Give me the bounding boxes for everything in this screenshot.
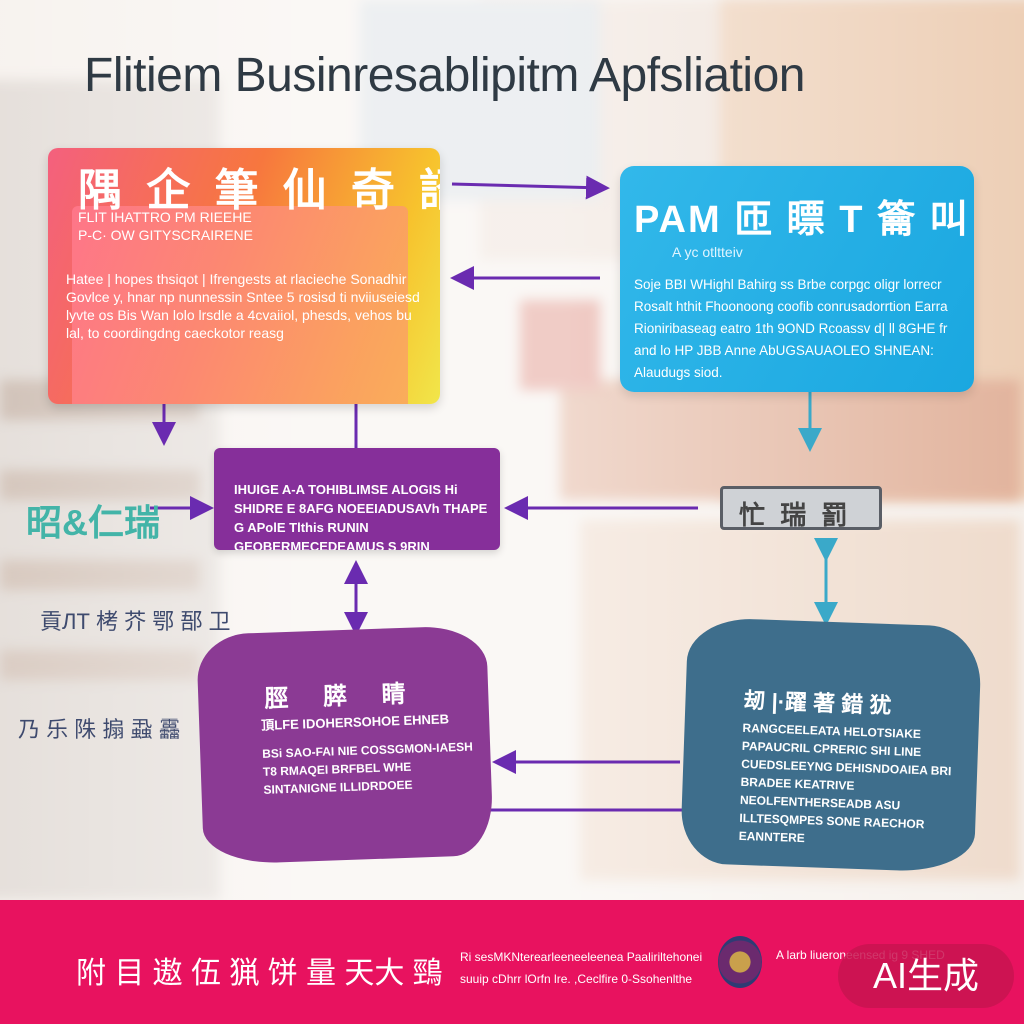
blob-bottom-left: 脛 膵 睛 頂LFE IDOHERSOHOE EHNEB BSi SAO-FAI… bbox=[196, 625, 494, 865]
blob-bottom-right: 刼 |·躍 著 錯 犹 RANGCEELEATA HELOTSIAKE PAPA… bbox=[680, 617, 982, 873]
blob-left-heading: 脛 膵 睛 bbox=[264, 673, 420, 713]
side-label-a: 貢ЛТ 栲 芥 鄂 郚 卫 bbox=[40, 604, 230, 636]
seal-icon bbox=[718, 936, 762, 988]
card-top-left-body: Hatee | hopes thsiqot | Ifrengests at rl… bbox=[66, 270, 428, 342]
card-top-right-heading: PAM 匝 瞟 T 籥 叫 bbox=[634, 188, 970, 243]
card-small-right: 忙 瑞 罰 bbox=[720, 486, 882, 530]
ai-generated-badge: AI生成 bbox=[838, 944, 1014, 1008]
card-top-right-subheading: A yc otltteiv bbox=[672, 244, 743, 260]
footer-middle-text: Ri sesMKNterearleeneeleenea Paalirilteho… bbox=[460, 946, 720, 990]
page-title: Flitiem Businresablipitm Apfsliation bbox=[84, 48, 964, 103]
footer-left-text: 附 目 遨 伍 猟 饼 量 天大 鵛 bbox=[76, 948, 443, 992]
blob-right-heading: 刼 |·躍 著 錯 犹 bbox=[743, 683, 892, 720]
blob-left-body: BSi SAO-FAI NIE COSSGMON-IAESH T8 RMAQEI… bbox=[262, 737, 484, 799]
card-top-left: 隅 企 筆 仙 奇 詔 FLIT IHATTRO PM RIEEHE P-C· … bbox=[48, 148, 440, 404]
card-center-body: IHUIGE A-A TOHIBLIMSE ALOGIS Hi SHIDRE E… bbox=[234, 480, 490, 550]
card-small-right-heading: 忙 瑞 罰 bbox=[739, 495, 851, 530]
side-label-teal: 昭&仁瑞 bbox=[26, 494, 160, 546]
card-top-right-body: Soje BBI WHighl Bahirg ss Brbe corpgc ol… bbox=[634, 274, 966, 384]
card-top-left-subheading: FLIT IHATTRO PM RIEEHE P-C· OW GITYSCRAI… bbox=[78, 208, 253, 244]
card-top-right: PAM 匝 瞟 T 籥 叫 A yc otltteiv Soje BBI WHi… bbox=[620, 166, 974, 392]
side-label-b: 乃 乐 陎 搧 蝨 靐 bbox=[18, 712, 181, 744]
blob-right-body: RANGCEELEATA HELOTSIAKE PAPAUCRIL CPRERI… bbox=[738, 719, 968, 853]
card-center: IHUIGE A-A TOHIBLIMSE ALOGIS Hi SHIDRE E… bbox=[214, 448, 500, 550]
